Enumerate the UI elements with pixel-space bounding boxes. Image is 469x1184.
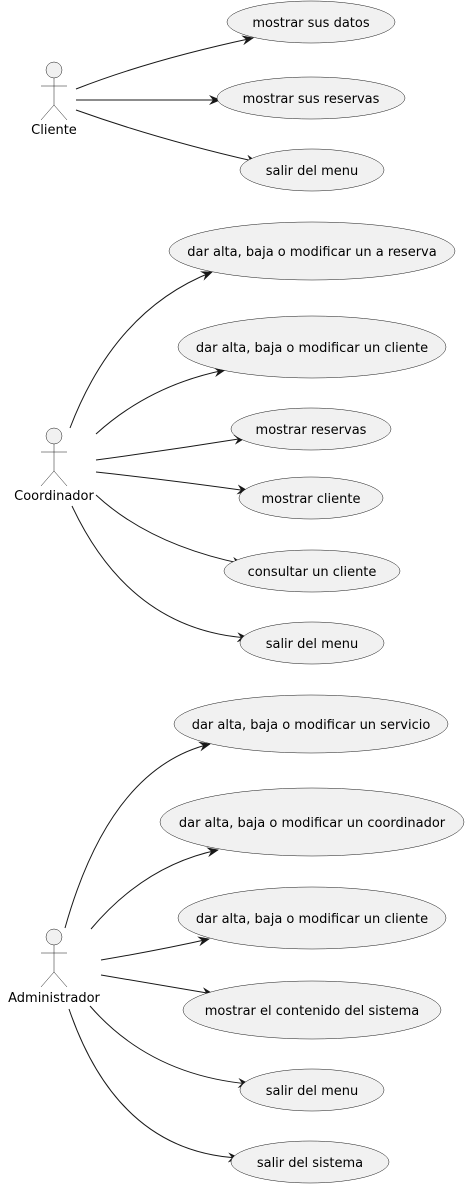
usecase-ellipse xyxy=(239,1068,385,1112)
usecase-label: dar alta, baja o modificar un servicio xyxy=(192,718,431,733)
association-arrow-administrador-uc-adm-3 xyxy=(100,936,210,961)
association-arrow-coordinador-uc-coo-4 xyxy=(95,471,249,495)
usecase-label: dar alta, baja o modificar un a reserva xyxy=(187,245,436,260)
actor-body-icon xyxy=(40,945,68,988)
associations xyxy=(64,35,258,1163)
usecase-ellipse xyxy=(230,1140,390,1184)
usecase-ellipse xyxy=(230,407,392,451)
actor-body-icon xyxy=(40,444,68,487)
association-arrow-administrador-uc-adm-4 xyxy=(100,974,214,998)
usecase-ellipse xyxy=(238,476,384,520)
association-arrow-coordinador-uc-coo-1 xyxy=(69,271,213,429)
usecase-label: dar alta, baja o modificar un coordinado… xyxy=(179,816,446,831)
usecase-uc-coo-6: salir del menu xyxy=(239,621,385,665)
usecase-label: dar alta, baja o modificar un cliente xyxy=(196,912,428,927)
usecase-label: salir del menu xyxy=(266,164,359,179)
usecase-uc-coo-3: mostrar reservas xyxy=(230,407,392,451)
usecase-uc-adm-4: mostrar el contenido del sistema xyxy=(182,980,442,1040)
association-arrow-coordinador-uc-coo-2 xyxy=(95,367,226,435)
association-arrow-administrador-uc-adm-1 xyxy=(64,741,211,929)
usecase-ellipse xyxy=(159,787,465,857)
actor-coordinador: Coordinador xyxy=(14,427,95,504)
usecases: mostrar sus datos mostrar sus reservas sal… xyxy=(159,0,465,1184)
usecase-uc-cli-1: mostrar sus datos xyxy=(226,0,396,44)
usecase-uc-coo-2: dar alta, baja o modificar un cliente xyxy=(177,315,447,379)
usecase-ellipse xyxy=(216,76,406,120)
usecase-uc-coo-1: dar alta, baja o modificar un a reserva xyxy=(168,221,456,281)
association-arrow-cliente-uc-cli-1 xyxy=(75,35,254,90)
actor-name: Coordinador xyxy=(14,489,94,504)
actor-body-icon xyxy=(40,78,68,121)
usecase-label: mostrar cliente xyxy=(262,492,361,507)
usecase-label: salir del menu xyxy=(266,1084,359,1099)
usecase-uc-coo-5: consultar un cliente xyxy=(223,549,401,593)
usecase-uc-adm-6: salir del sistema xyxy=(230,1140,390,1184)
usecase-label: salir del menu xyxy=(266,637,359,652)
actor-head-icon xyxy=(45,61,63,79)
usecase-uc-cli-2: mostrar sus reservas xyxy=(216,76,406,120)
actor-head-icon xyxy=(45,427,63,445)
actor-name: Cliente xyxy=(31,123,77,138)
usecase-label: consultar un cliente xyxy=(248,565,377,580)
usecase-ellipse xyxy=(223,549,401,593)
association-arrow-coordinador-uc-coo-6 xyxy=(71,505,249,643)
association-arrow-administrador-uc-adm-2 xyxy=(90,847,219,930)
association-arrow-coordinador-uc-coo-5 xyxy=(95,494,244,567)
association-arrow-administrador-uc-adm-6 xyxy=(68,1008,240,1163)
usecase-uc-adm-5: salir del menu xyxy=(239,1068,385,1112)
usecase-uc-coo-4: mostrar cliente xyxy=(238,476,384,520)
usecase-ellipse xyxy=(177,886,447,950)
usecase-uc-adm-1: dar alta, baja o modificar un servicio xyxy=(173,694,449,754)
usecase-label: dar alta, baja o modificar un cliente xyxy=(196,341,428,356)
actor-administrador: Administrador xyxy=(8,928,101,1006)
usecase-label: mostrar sus reservas xyxy=(243,92,380,107)
usecase-ellipse xyxy=(168,221,456,281)
association-arrow-coordinador-uc-coo-3 xyxy=(95,434,246,461)
actor-name: Administrador xyxy=(8,991,100,1006)
usecase-ellipse xyxy=(239,148,385,192)
usecase-uc-adm-2: dar alta, baja o modificar un coordinado… xyxy=(159,787,465,857)
usecase-ellipse xyxy=(182,980,442,1040)
usecase-uc-cli-3: salir del menu xyxy=(239,148,385,192)
usecase-label: salir del sistema xyxy=(257,1156,363,1171)
usecase-label: mostrar sus datos xyxy=(252,16,369,31)
usecase-ellipse xyxy=(239,621,385,665)
usecase-ellipse xyxy=(177,315,447,379)
association-arrow-cliente-uc-cli-3 xyxy=(75,109,258,165)
usecase-ellipse xyxy=(226,0,396,44)
association-arrow-administrador-uc-adm-5 xyxy=(89,1005,250,1088)
actor-head-icon xyxy=(45,928,63,946)
usecase-ellipse xyxy=(173,694,449,754)
usecase-label: mostrar el contenido del sistema xyxy=(205,1004,420,1019)
usecase-label: mostrar reservas xyxy=(256,423,367,438)
actor-cliente: Cliente xyxy=(31,61,77,138)
usecase-uc-adm-3: dar alta, baja o modificar un cliente xyxy=(177,886,447,950)
